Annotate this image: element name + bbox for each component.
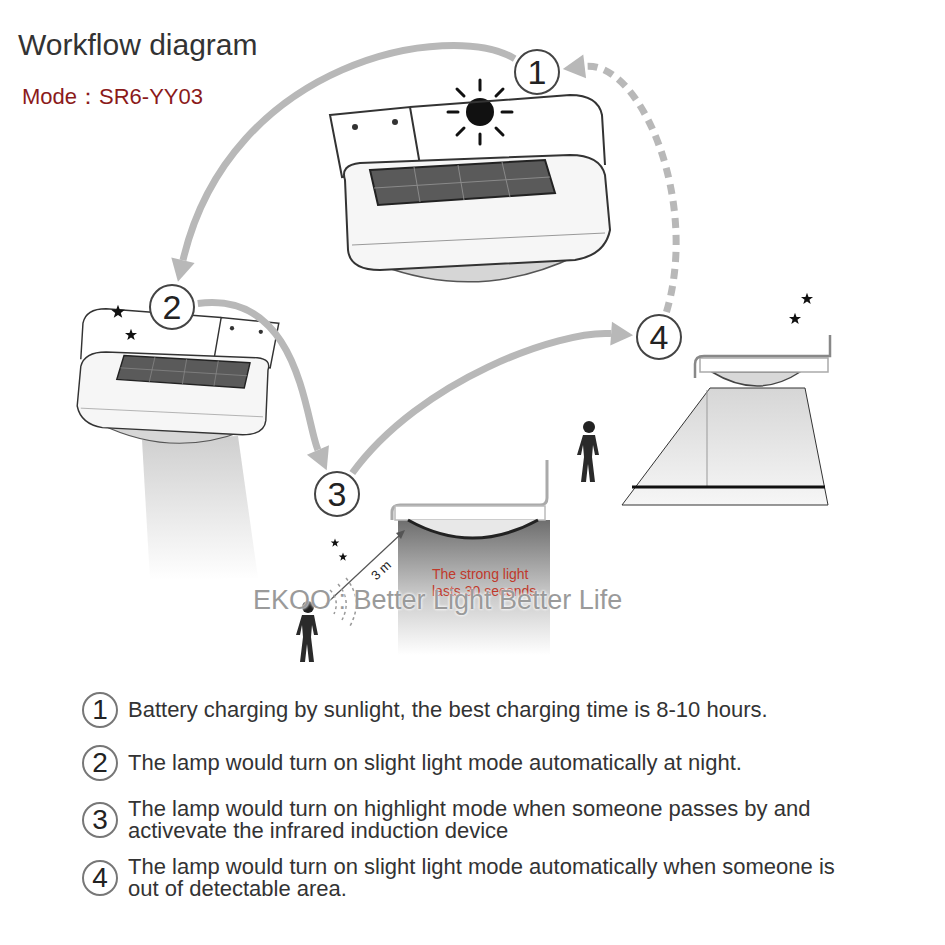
- moon-icon: [306, 543, 318, 567]
- step-description: The lamp would turn on slight light mode…: [128, 856, 863, 900]
- flow-arrow: [352, 322, 633, 473]
- step-item: 4 The lamp would turn on slight light mod…: [82, 856, 863, 900]
- flow-arrow: [171, 45, 514, 281]
- arrow-head: [307, 445, 329, 470]
- lamp-profile: [700, 358, 828, 372]
- person-icon: [577, 421, 599, 482]
- star-icon: [111, 305, 125, 318]
- diagram-title: Workflow diagram: [18, 28, 258, 62]
- moon-icon: [65, 300, 85, 340]
- callout-circle: 2: [149, 284, 195, 330]
- moon-icon: [845, 290, 865, 330]
- callout-number: 1: [92, 696, 108, 724]
- flow-arrow: [563, 55, 676, 313]
- callout-number: 4: [650, 320, 669, 354]
- lamp-bracket: [695, 335, 830, 378]
- sensor-dome: [408, 520, 538, 538]
- watermark: EKOO : Better Light Better Life: [253, 585, 622, 616]
- star-icon: [801, 293, 813, 304]
- step-circle: 4: [82, 860, 118, 896]
- star-icon: [789, 313, 801, 324]
- star-icon: [125, 329, 137, 340]
- step-circle: 1: [82, 692, 118, 728]
- arrow-line: [352, 333, 611, 473]
- lamp-bracket: [392, 460, 547, 520]
- callout-circle: 1: [514, 49, 560, 95]
- callout-circle: 3: [314, 471, 360, 517]
- callout-number: 3: [328, 477, 347, 511]
- arrow-head: [610, 322, 633, 346]
- ground-line: [632, 486, 825, 489]
- arrow-line: [198, 303, 318, 450]
- step-item: 1 Battery charging by sunlight, the best …: [82, 692, 863, 728]
- callout-number: 2: [92, 749, 108, 777]
- step-description: Battery charging by sunlight, the best c…: [128, 699, 863, 721]
- star-icon: [331, 539, 340, 547]
- arrow-head: [563, 55, 586, 79]
- light-cone: [142, 436, 258, 580]
- light-cone: [622, 388, 828, 505]
- arrow-line: [183, 45, 515, 260]
- step-description: The lamp would turn on highlight mode wh…: [128, 798, 863, 842]
- distance-label: 3 m: [368, 557, 394, 583]
- light-edge: [707, 390, 708, 486]
- callout-number: 2: [163, 290, 182, 324]
- callout-number: 4: [92, 864, 108, 892]
- lamp-charging: [330, 95, 610, 282]
- callout-number: 1: [528, 55, 547, 89]
- sensor-dome: [712, 372, 800, 386]
- callout-number: 3: [92, 806, 108, 834]
- step-circle: 2: [82, 745, 118, 781]
- star-icon: [339, 553, 348, 561]
- step-item: 3 The lamp would turn on highlight mode w…: [82, 798, 863, 842]
- step-circle: 3: [82, 802, 118, 838]
- model-label: Mode：SR6-YY03: [22, 82, 203, 112]
- step-item: 2 The lamp would turn on slight light mod…: [82, 745, 863, 781]
- sun-icon: [448, 80, 512, 144]
- sensor-arrow: [396, 530, 405, 539]
- arrow-line: [585, 66, 676, 312]
- lamp-profile: [395, 506, 545, 520]
- flow-arrow: [198, 303, 329, 471]
- step-description: The lamp would turn on slight light mode…: [128, 752, 863, 774]
- callout-circle: 4: [636, 314, 682, 360]
- arrow-head: [171, 258, 194, 282]
